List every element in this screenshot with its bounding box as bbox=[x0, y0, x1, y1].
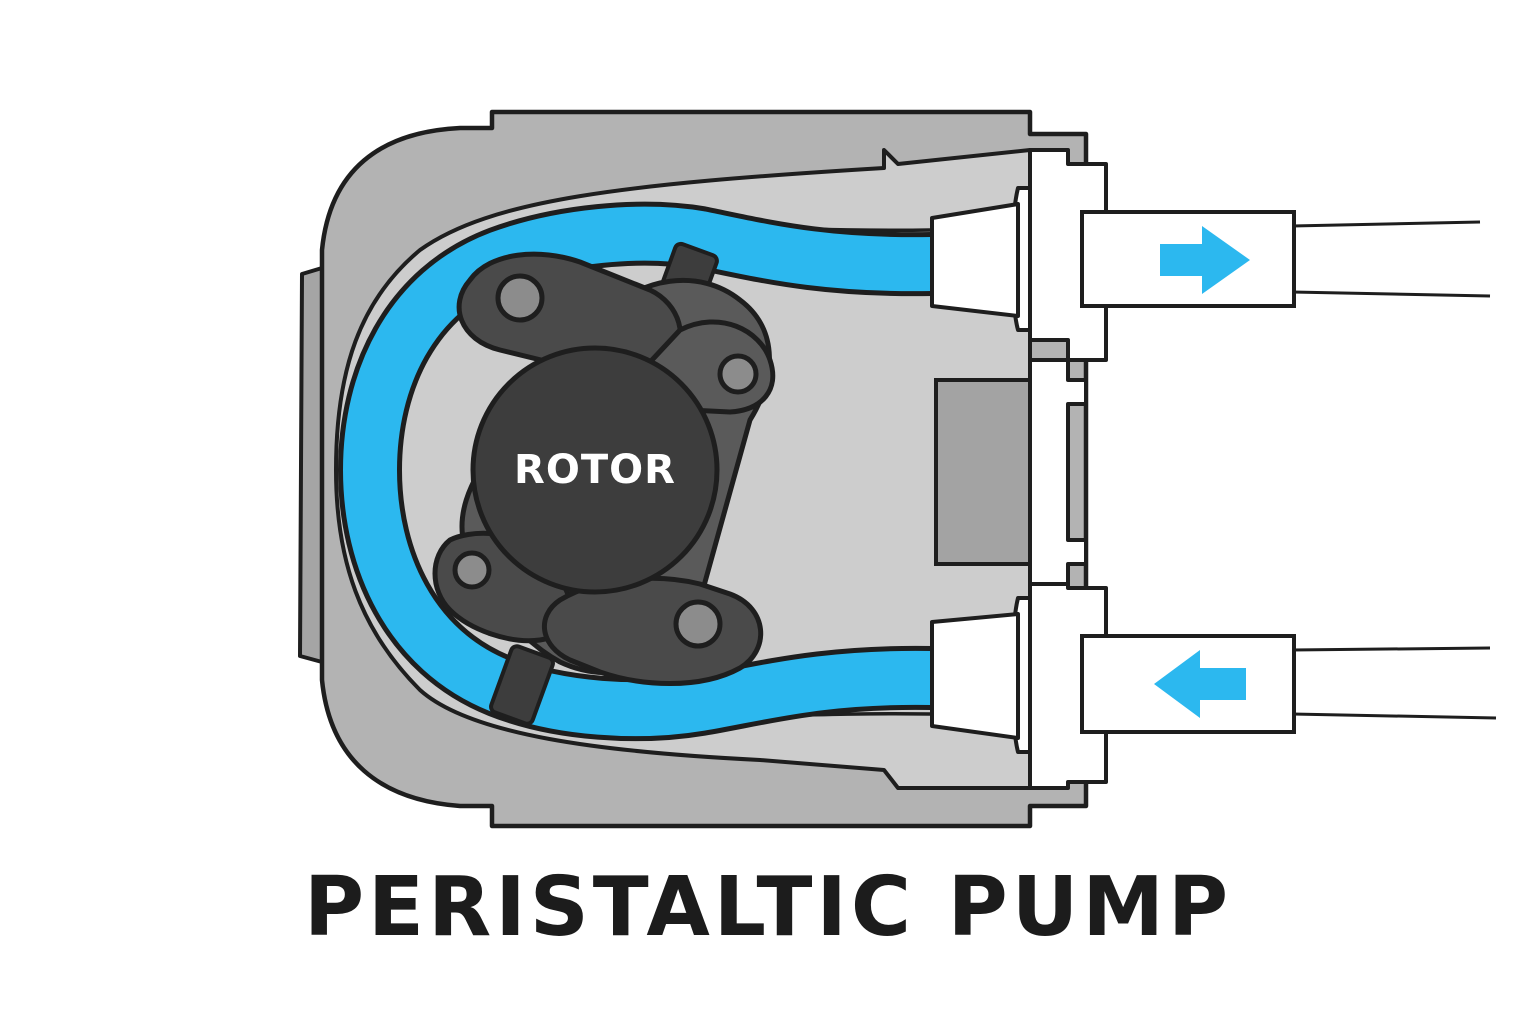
roller-bolt-2 bbox=[717, 353, 759, 395]
rotor-label: ROTOR bbox=[514, 447, 676, 493]
inlet-port bbox=[930, 582, 1500, 790]
inlet-hose-edge-bottom bbox=[1291, 712, 1497, 720]
inlet-hose bbox=[1292, 648, 1500, 718]
inlet-hose-edge-top bbox=[1291, 646, 1491, 652]
inlet-fitting bbox=[930, 612, 1020, 740]
diagram-title: PERISTALTIC PUMP bbox=[303, 860, 1233, 955]
rotor-assembly: ROTOR bbox=[432, 241, 776, 726]
inlet-flow-arrow-icon bbox=[1154, 650, 1246, 718]
roller-shaft-bottom bbox=[489, 644, 555, 726]
roller-bolt-3 bbox=[452, 550, 492, 590]
housing-grip bbox=[298, 266, 324, 664]
outlet-flow-arrow-icon bbox=[1160, 226, 1250, 294]
outlet-hose-edge-top bbox=[1291, 220, 1481, 228]
rotor-hub bbox=[470, 345, 720, 595]
outlet-hose-edge-bottom bbox=[1291, 290, 1491, 298]
roller-bolt-4 bbox=[673, 599, 723, 649]
tube-fluid bbox=[342, 206, 933, 737]
outlet-hose bbox=[1292, 222, 1500, 296]
pump-tube bbox=[337, 201, 933, 742]
outlet-fitting bbox=[930, 202, 1020, 318]
outlet-connector bbox=[1080, 210, 1296, 308]
roller-bolt-1 bbox=[495, 273, 545, 323]
outlet-port bbox=[930, 148, 1500, 362]
